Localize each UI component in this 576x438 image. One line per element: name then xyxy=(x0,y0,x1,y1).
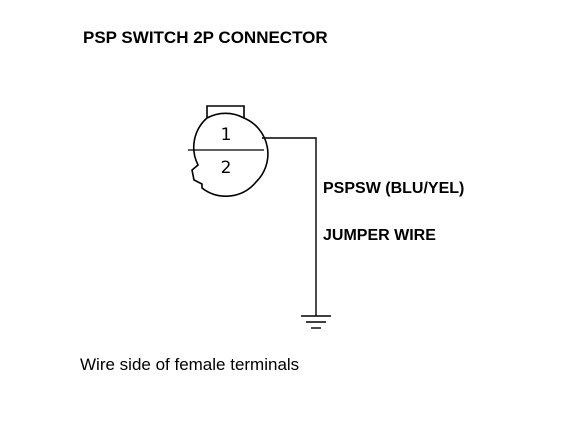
connector-2p: 1 2 xyxy=(188,105,269,197)
jumper-wire-label: JUMPER WIRE xyxy=(323,227,436,244)
connector-lock-tab xyxy=(206,105,245,118)
ground-icon xyxy=(301,315,331,329)
diagram-title: PSP SWITCH 2P CONNECTOR xyxy=(83,28,328,47)
diagram-caption: Wire side of female terminals xyxy=(80,355,300,374)
jumper-wire-line xyxy=(262,137,317,316)
pin-2-label: 2 xyxy=(221,158,232,178)
connector-outline xyxy=(191,112,269,197)
wire-color-label: PSPSW (BLU/YEL) xyxy=(323,180,465,197)
pin-1-label: 1 xyxy=(221,125,232,145)
